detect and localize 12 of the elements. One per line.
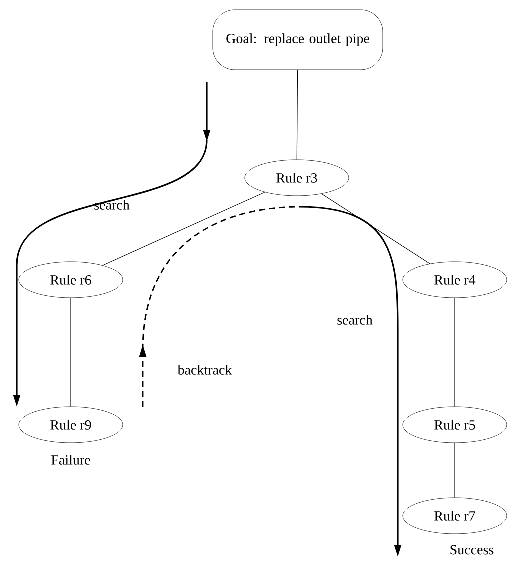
tree-line <box>322 194 430 264</box>
tree-line <box>454 442 456 498</box>
arrow-label: backtrack <box>178 365 232 375</box>
tree-line <box>454 298 456 408</box>
tree-line <box>296 70 298 160</box>
outcome-label: Success <box>450 545 494 555</box>
arrow-label: search <box>94 200 130 210</box>
tree-line <box>102 192 266 266</box>
tree-line <box>70 298 72 408</box>
outcome-label: Failure <box>52 455 90 465</box>
goal-box: Goal: replace outlet pipe <box>212 10 384 70</box>
arrow-label: search <box>338 315 373 325</box>
